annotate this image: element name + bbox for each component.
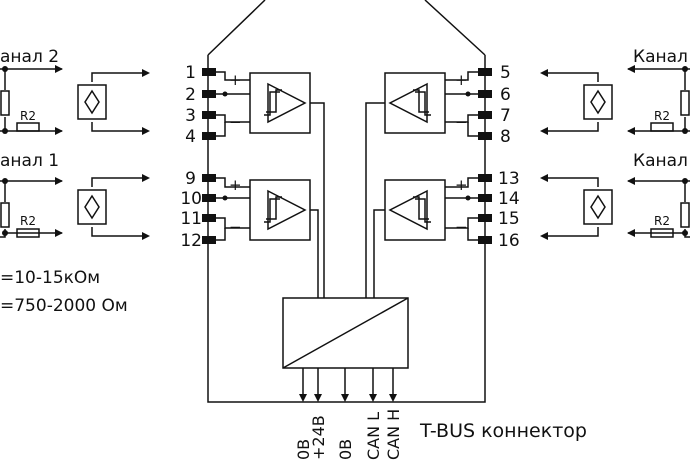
- amplifier-block-1: [249, 72, 311, 134]
- plus-sign-4: +: [455, 176, 468, 194]
- pin-label-15: 15: [498, 209, 520, 229]
- pin-label-6: 6: [500, 85, 511, 105]
- bus-label-0v-1: 0В: [294, 439, 313, 460]
- sensor-right-bottom: [583, 189, 613, 225]
- pin-label-8: 8: [500, 127, 511, 147]
- note-r2: =750-2000 Ом: [0, 296, 128, 316]
- sensor-left-bottom: [77, 189, 107, 225]
- pin-label-1: 1: [185, 63, 196, 83]
- pin-label-3: 3: [185, 106, 196, 126]
- pin-label-14: 14: [498, 189, 520, 209]
- minus-sign-2: −: [229, 218, 242, 236]
- pin-label-7: 7: [500, 106, 511, 126]
- sensor-left-top: [77, 84, 107, 120]
- plus-sign-1: +: [229, 71, 242, 89]
- pin-label-16: 16: [498, 231, 520, 251]
- housing-outline: [207, 0, 486, 403]
- minus-sign-4: −: [455, 218, 468, 236]
- connector-label: T-BUS коннектор: [419, 420, 587, 442]
- channel-label-left-top: анал 2: [0, 47, 59, 67]
- channel-label-right-bottom: Канал: [633, 151, 688, 171]
- minus-sign-3: −: [455, 113, 468, 131]
- bus-label-0v-2: 0В: [336, 439, 355, 460]
- sensor-right-top: [583, 84, 613, 120]
- amplifier-block-3: [384, 72, 446, 134]
- bus-label-can-l: CAN L: [364, 412, 383, 460]
- resistor-label-right-top: R2: [654, 109, 670, 123]
- channel-label-right-top: Канал: [633, 47, 688, 67]
- resistor-label-right-bottom: R2: [654, 214, 670, 228]
- pin-label-5: 5: [500, 63, 511, 83]
- pin-label-12: 12: [180, 231, 202, 251]
- plus-sign-3: +: [455, 71, 468, 89]
- resistor-label-left-bottom: R2: [20, 214, 36, 228]
- plus-sign-2: +: [229, 176, 242, 194]
- resistor-label-left-top: R2: [20, 109, 36, 123]
- amplifier-block-2: [249, 179, 311, 241]
- pin-label-11: 11: [180, 209, 202, 229]
- pin-label-13: 13: [498, 169, 520, 189]
- bus-label-can-h: CAN H: [384, 409, 403, 460]
- pin-label-2: 2: [185, 85, 196, 105]
- note-r1: =10-15кОм: [0, 268, 100, 288]
- minus-sign-1: −: [229, 113, 242, 131]
- bus-label-24v: +24В: [309, 415, 328, 460]
- amplifier-block-4: [384, 179, 446, 241]
- pin-label-9: 9: [185, 169, 196, 189]
- channel-label-left-bottom: анал 1: [0, 151, 59, 171]
- pin-label-10: 10: [180, 189, 202, 209]
- pin-label-4: 4: [185, 127, 196, 147]
